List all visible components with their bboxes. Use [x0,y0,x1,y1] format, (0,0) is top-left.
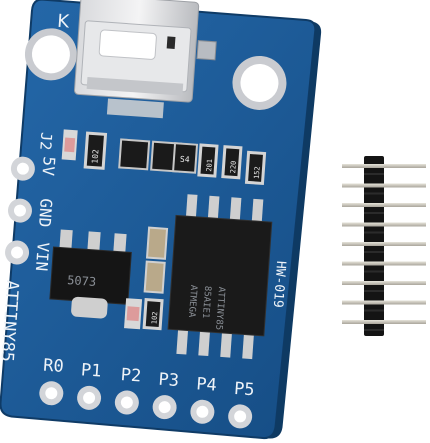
header-pin [342,222,426,227]
label-p1: P1 [80,360,102,381]
svg-text:102: 102 [90,149,100,164]
header-segment-line [364,270,384,273]
voltage-regulator: 5073 [49,229,132,319]
label-gnd: GND [35,198,56,228]
header-segment-line [364,192,384,195]
pcb-edge [262,20,322,439]
header-pin [342,183,426,188]
label-p3: P3 [158,370,180,391]
pin-labels: R0 P1 P2 P3 P4 P5 [43,356,256,401]
label-j2: J2 [36,132,55,151]
pad-p4 [190,399,215,424]
svg-text:102: 102 [150,311,159,324]
header-pin [342,300,426,305]
resistor-2: 201 [197,143,219,178]
capacitor-2 [143,260,166,294]
label-attiny85: ATTINY85 [0,279,22,362]
header-pin [342,242,426,246]
svg-text:ATTINY85: ATTINY85 [213,286,226,330]
header-segment-line [364,173,384,175]
attiny85-chip: ATMEGA 85AIE1 ATTINY85 [167,194,273,360]
svg-text:152: 152 [253,166,262,179]
diode-3: S4 [172,142,199,174]
usb-pads [106,98,164,119]
pin-header [342,156,426,336]
header-pin [342,261,426,266]
pcb-board: K 102 S4 201 220 152 [0,0,322,440]
label-5v: 5V [38,156,58,177]
header-pin [342,164,426,168]
pad-5v [10,156,35,181]
header-pin [342,281,426,285]
capacitor-1 [145,226,169,260]
capacitor-top [196,40,217,61]
svg-text:85AIE1: 85AIE1 [200,285,212,318]
label-board-id: HW-019 [270,260,288,308]
pad-p0 [39,381,64,406]
pad-vin [5,240,30,265]
pad-gnd [7,198,32,223]
header-segment-line [364,329,384,331]
header-pin [342,203,426,207]
svg-text:201: 201 [205,159,214,172]
resistor-1: 102 [83,131,108,170]
label-p0: R0 [43,356,65,377]
pad-p2 [114,390,139,415]
svg-text:ATMEGA: ATMEGA [186,284,198,318]
label-k: K [57,11,71,33]
pad-p5 [228,404,253,429]
label-p4: P4 [196,374,218,395]
label-p2: P2 [120,365,142,386]
header-pin [342,320,426,324]
svg-text:5073: 5073 [67,273,97,289]
header-segment-line [364,290,384,292]
diode-1 [118,138,151,171]
mounting-hole-left [24,28,77,81]
resistor-4: 152 [244,150,267,186]
resistor-5: 102 [142,297,164,331]
pad-p3 [152,395,177,420]
label-p5: P5 [233,379,255,400]
led-top [61,129,78,161]
svg-text:220: 220 [229,160,238,173]
micro-usb-connector [74,0,200,103]
svg-text:S4: S4 [180,155,190,165]
led-bottom [124,298,143,330]
header-segment-line [364,309,384,312]
header-segment-line [364,212,384,214]
pad-p1 [77,385,102,410]
resistor-3: 220 [221,145,243,180]
header-segment-line [364,251,384,253]
pin-pads [39,381,253,429]
header-segment-line [364,231,384,234]
mounting-hole-right [232,55,287,110]
label-vin: VIN [32,242,53,272]
